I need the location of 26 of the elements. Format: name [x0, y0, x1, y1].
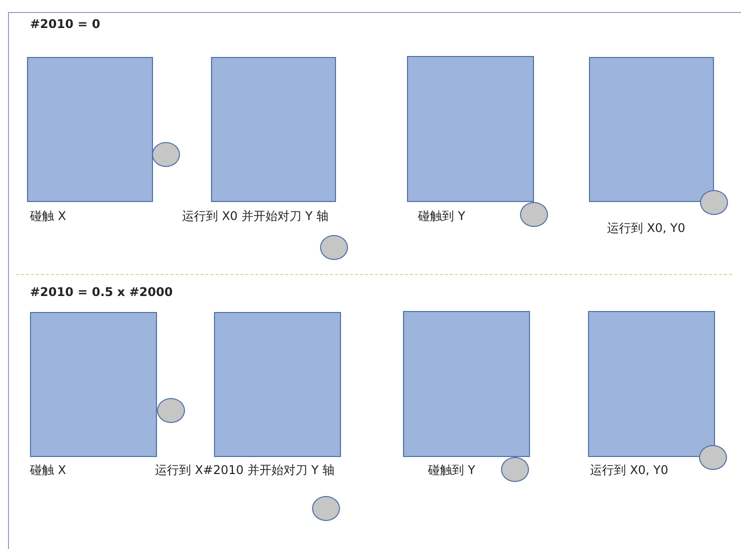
probe-circle [152, 142, 180, 167]
probe-circle [501, 457, 529, 482]
section-heading: #2010 = 0 [30, 17, 100, 31]
section-heading: #2010 = 0.5 x #2000 [30, 285, 173, 299]
workpiece-block [403, 311, 530, 457]
step-caption: 运行到 X0, Y0 [607, 220, 686, 237]
step-caption: 运行到 X0, Y0 [590, 462, 668, 479]
workpiece-block [588, 311, 715, 457]
workpiece-block [214, 312, 341, 457]
step-caption: 碰触 X [30, 462, 66, 479]
workpiece-block [27, 57, 153, 202]
workpiece-block [589, 57, 714, 202]
probe-circle [699, 445, 727, 470]
workpiece-block [407, 56, 534, 202]
probe-circle [157, 398, 185, 423]
workpiece-block [30, 312, 157, 457]
step-caption: 碰触 X [30, 208, 66, 225]
workpiece-block [211, 57, 336, 202]
step-caption: 碰触到 Y [418, 208, 466, 225]
probe-circle [320, 235, 348, 260]
step-caption: 运行到 X0 并开始对刀 Y 轴 [182, 208, 328, 225]
probe-circle [700, 190, 728, 215]
step-caption: 运行到 X#2010 并开始对刀 Y 轴 [155, 462, 334, 479]
probe-circle [520, 202, 548, 227]
probe-circle [312, 496, 340, 521]
step-caption: 碰触到 Y [428, 462, 476, 479]
